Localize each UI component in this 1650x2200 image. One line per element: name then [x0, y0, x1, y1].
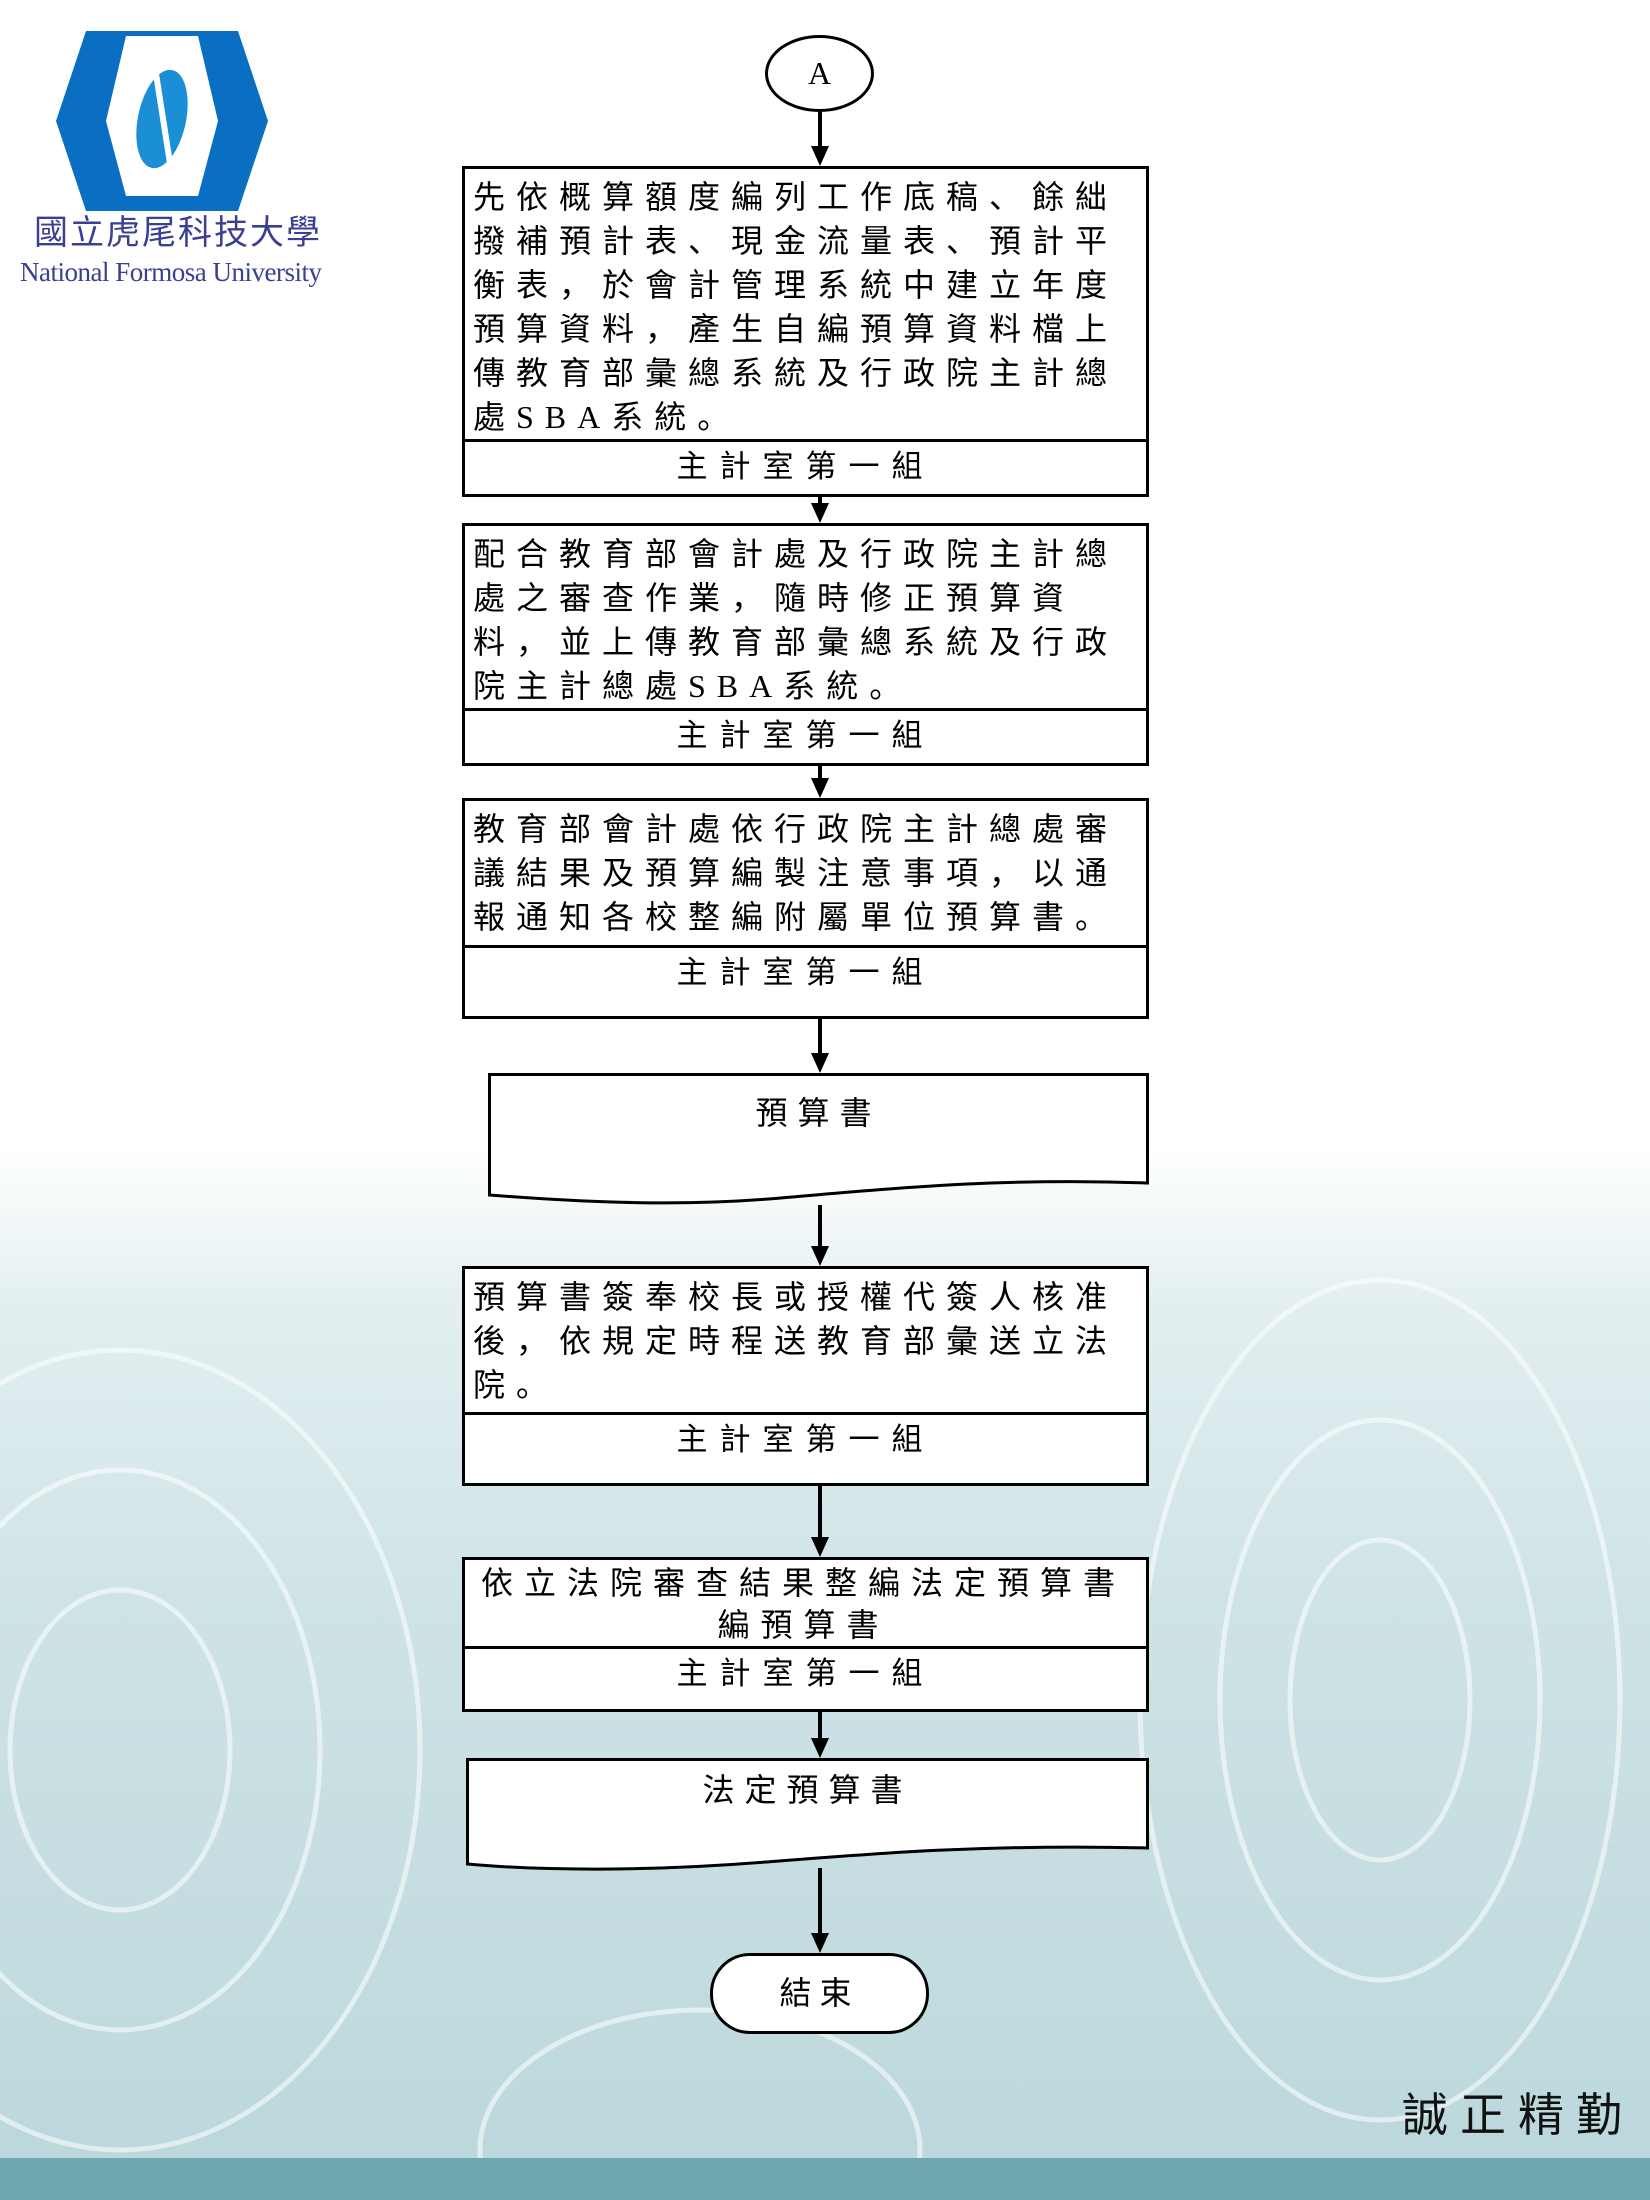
terminal-end: 結束 — [710, 1953, 929, 2034]
process-step-5: 依立法院審查結果整編法定預算書 編預算書 主計室第一組 — [462, 1557, 1149, 1712]
logo-text-chinese: 國立虎尾科技大學 — [34, 215, 322, 252]
process-step-2: 配合教育部會計處及行政院主計總處之審查作業，隨時修正預算資料，並上傳教育部彙總系… — [462, 523, 1149, 766]
step-description-line1: 依立法院審查結果整編法定預算書 — [480, 1565, 1126, 1601]
step-owner: 主計室第一組 — [465, 1412, 1146, 1483]
logo-text-english: National Formosa University — [20, 257, 322, 287]
university-logo — [56, 31, 268, 211]
school-motto: 誠正精勤 — [1402, 2090, 1634, 2141]
step-description: 預算書簽奉校長或授權代簽人核准後，依規定時程送教育部彙送立法院。 — [473, 1279, 1119, 1403]
footer-band — [0, 2158, 1650, 2200]
document-shape — [488, 1073, 1149, 1205]
step-owner: 主計室第一組 — [465, 945, 1146, 1016]
process-step-3: 教育部會計處依行政院主計總處審議結果及預算編製注意事項，以通報通知各校整編附屬單… — [462, 798, 1149, 1019]
document-shape — [466, 1758, 1149, 1871]
process-step-1: 先依概算額度編列工作底稿、餘絀撥補預計表、現金流量表、預計平衡表，於會計管理系統… — [462, 166, 1149, 497]
step-description: 教育部會計處依行政院主計總處審議結果及預算編製注意事項，以通報通知各校整編附屬單… — [473, 811, 1119, 935]
step-description: 配合教育部會計處及行政院主計總處之審查作業，隨時修正預算資料，並上傳教育部彙總系… — [473, 536, 1119, 704]
step-owner: 主計室第一組 — [465, 708, 1146, 763]
offpage-connector-a: A — [765, 35, 874, 112]
document-budget-book: 預算書 — [488, 1073, 1149, 1209]
step-description: 先依概算額度編列工作底稿、餘絀撥補預計表、現金流量表、預計平衡表，於會計管理系統… — [473, 179, 1119, 435]
step-owner: 主計室第一組 — [465, 439, 1146, 494]
document-label: 法定預算書 — [702, 1772, 913, 1808]
step-description-line2: 編預算書 — [717, 1607, 890, 1643]
document-label: 預算書 — [755, 1095, 882, 1131]
process-step-4: 預算書簽奉校長或授權代簽人核准後，依規定時程送教育部彙送立法院。 主計室第一組 — [462, 1266, 1149, 1486]
step-owner: 主計室第一組 — [465, 1646, 1146, 1709]
document-legal-budget-book: 法定預算書 — [466, 1758, 1149, 1876]
